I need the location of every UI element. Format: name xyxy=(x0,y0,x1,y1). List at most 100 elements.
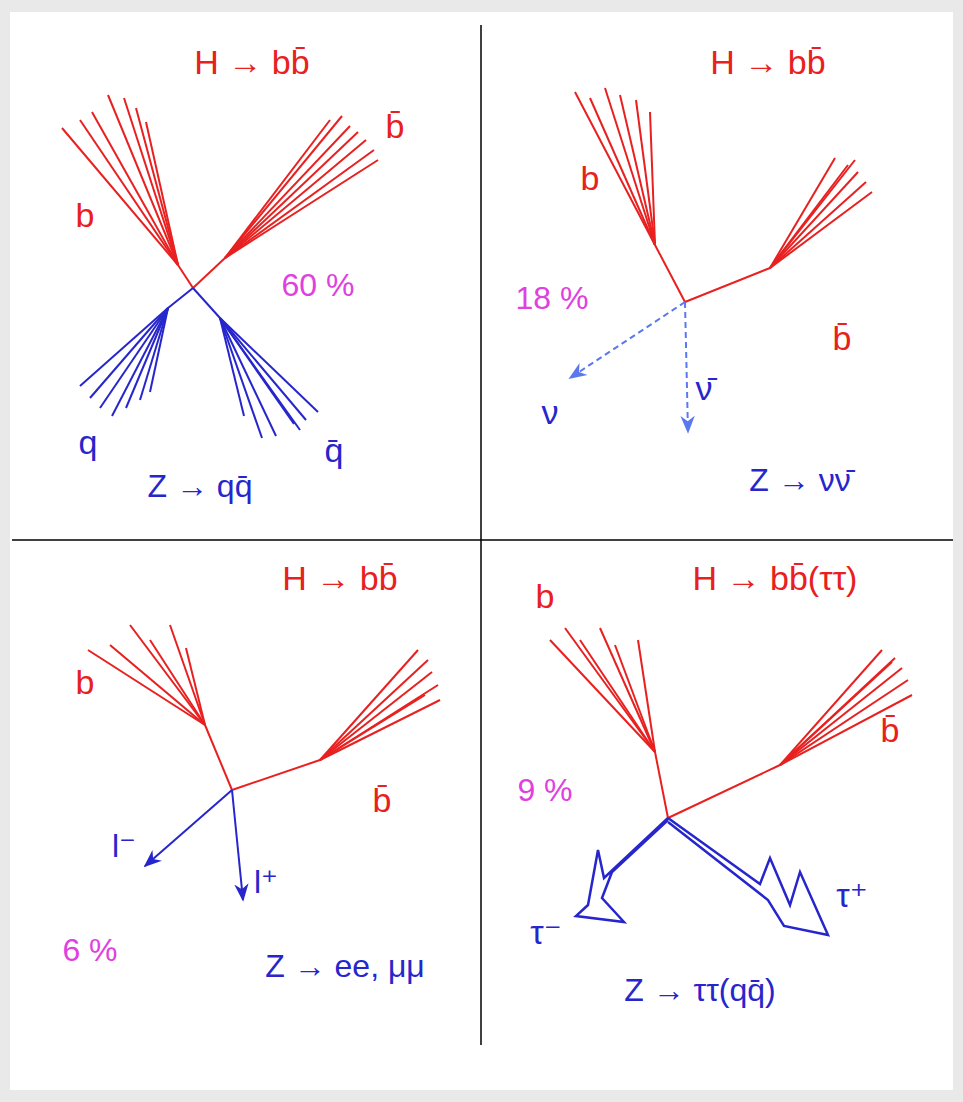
jet xyxy=(575,88,685,302)
lepton-track xyxy=(145,790,232,866)
jet-track xyxy=(580,640,655,752)
jet-track xyxy=(112,308,168,416)
panel xyxy=(10,12,953,1090)
jet-track xyxy=(575,92,655,245)
jet-track xyxy=(126,308,168,408)
jet-stem xyxy=(193,288,220,318)
jet-track xyxy=(320,685,438,760)
jet-label: b xyxy=(581,161,600,195)
jet-stem xyxy=(178,265,193,288)
jet-track xyxy=(225,126,350,258)
jet-track xyxy=(638,640,655,752)
particle-label: τ⁺ xyxy=(836,878,867,912)
jet-track xyxy=(150,308,168,392)
jet-track xyxy=(615,645,655,752)
jet-track xyxy=(140,308,168,400)
jet-track xyxy=(225,120,330,258)
jet-stem xyxy=(232,760,320,790)
jet-stem xyxy=(668,765,780,818)
jet-track xyxy=(780,658,895,765)
jet-track xyxy=(220,318,300,430)
jet-stem xyxy=(685,268,770,302)
jet-track xyxy=(320,650,418,760)
jet-label: b̄ xyxy=(833,321,852,355)
decay-label: H → bb̄ xyxy=(710,45,825,79)
jet-label: b xyxy=(536,579,555,613)
jet-track xyxy=(220,318,276,436)
jet-track xyxy=(320,695,425,760)
jet-track xyxy=(605,88,655,245)
lepton-track xyxy=(685,302,688,432)
jet-label: q xyxy=(79,425,98,459)
jet-stem xyxy=(205,725,232,790)
jet-track xyxy=(320,700,440,760)
jet-label: b xyxy=(76,198,95,232)
decay-label: H → bb̄ xyxy=(282,561,397,595)
jet-track xyxy=(770,182,866,268)
jet-track xyxy=(225,160,378,258)
jet-track xyxy=(780,680,908,765)
decay-label: Z → νν̄ xyxy=(749,464,850,496)
jet xyxy=(62,95,193,288)
particle-label: ν xyxy=(542,395,559,429)
jet-track xyxy=(650,112,655,245)
particle-label: ν̄ xyxy=(696,371,713,405)
jet-track xyxy=(620,95,655,245)
jet-track xyxy=(136,108,178,265)
jet-track xyxy=(170,625,205,725)
jet-stem xyxy=(655,245,685,302)
decay-label: H → bb̄(ττ) xyxy=(693,561,858,595)
jet-track xyxy=(550,640,655,752)
particle-label: τ⁻ xyxy=(530,915,561,949)
tau-track xyxy=(576,818,668,922)
jet xyxy=(193,116,378,288)
jet-track xyxy=(770,158,835,268)
jet-track xyxy=(220,318,262,438)
jet-label: b̄ xyxy=(881,713,900,747)
jet-label: q̄ xyxy=(325,433,344,467)
jet-track xyxy=(780,662,892,765)
jet xyxy=(668,650,912,818)
jet-track xyxy=(146,122,178,265)
fraction-label: 6 % xyxy=(62,934,117,966)
jet-track xyxy=(220,318,306,420)
jet-track xyxy=(80,120,178,265)
jet-track xyxy=(600,628,655,752)
jet-track xyxy=(320,672,432,760)
jet-track xyxy=(220,318,318,412)
divider xyxy=(12,539,953,541)
jet xyxy=(80,288,193,416)
particle-label: l⁻ xyxy=(112,830,136,862)
jet-track xyxy=(565,628,655,752)
fraction-label: 60 % xyxy=(282,269,355,301)
particle-label: l⁺ xyxy=(254,866,278,898)
jet-track xyxy=(320,660,428,760)
jet-track xyxy=(225,140,366,258)
jet-track xyxy=(590,98,655,245)
jet-track xyxy=(108,95,178,265)
jet-track xyxy=(100,308,168,408)
jet-track xyxy=(770,172,858,268)
divider xyxy=(480,25,482,1045)
lepton-track xyxy=(232,790,243,900)
decay-label: Z → qq̄ xyxy=(148,470,253,502)
jet-stem xyxy=(655,752,668,818)
jet-track xyxy=(636,100,655,245)
jet-track xyxy=(225,132,358,258)
jet-track xyxy=(780,668,902,765)
jet-track xyxy=(225,150,374,258)
jet-track xyxy=(770,160,855,268)
decay-label: H → bb̄ xyxy=(194,45,309,79)
jet-track xyxy=(124,98,178,265)
jet-track xyxy=(150,640,205,725)
jet-label: b̄ xyxy=(386,109,405,143)
fraction-label: 18 % xyxy=(516,282,589,314)
decay-label: Z → ee, μμ xyxy=(265,950,425,982)
jet xyxy=(88,625,232,790)
fraction-label: 9 % xyxy=(517,774,572,806)
jet-track xyxy=(130,625,205,725)
jet-label: b̄ xyxy=(373,783,392,817)
jet xyxy=(685,158,872,302)
